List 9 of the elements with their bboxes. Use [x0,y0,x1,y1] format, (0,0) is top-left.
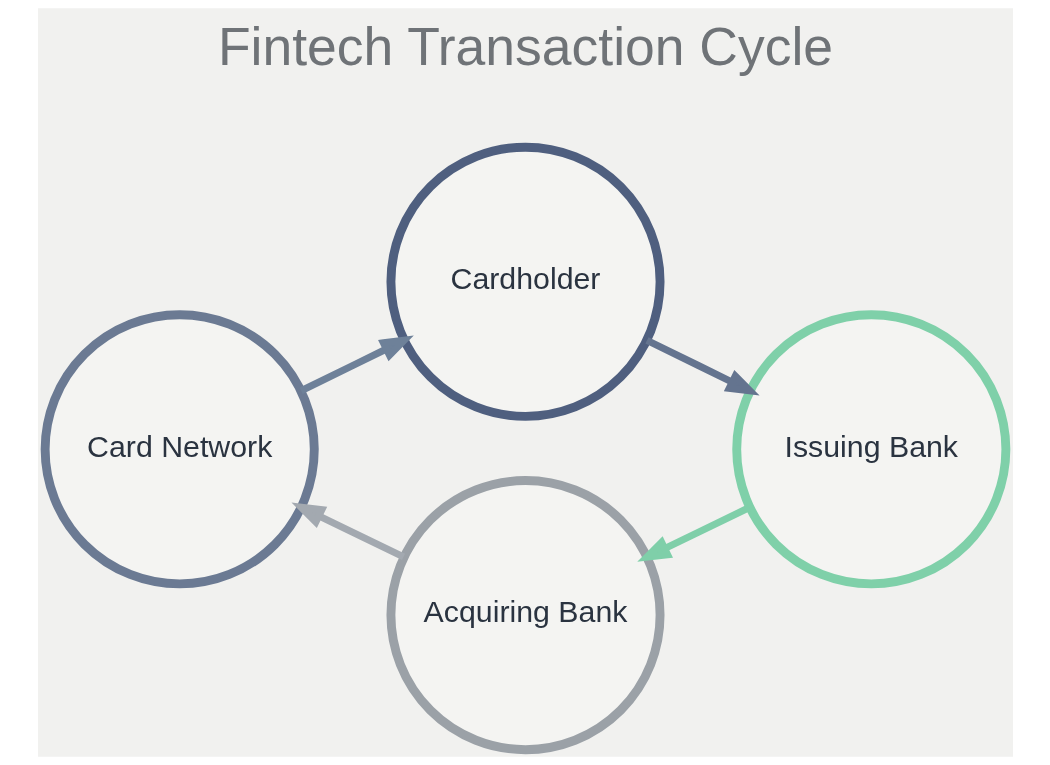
arrow [299,335,414,394]
node-circle: Cardholder [385,142,665,421]
node-circle: Acquiring Bank [385,476,665,755]
node-circle: Card Network [40,310,319,589]
arrow [636,504,751,562]
arrow [644,337,760,396]
node-circle: Issuing Bank [731,310,1010,589]
diagram-title: Fintech Transaction Cycle [217,17,833,77]
arrow [290,502,405,561]
